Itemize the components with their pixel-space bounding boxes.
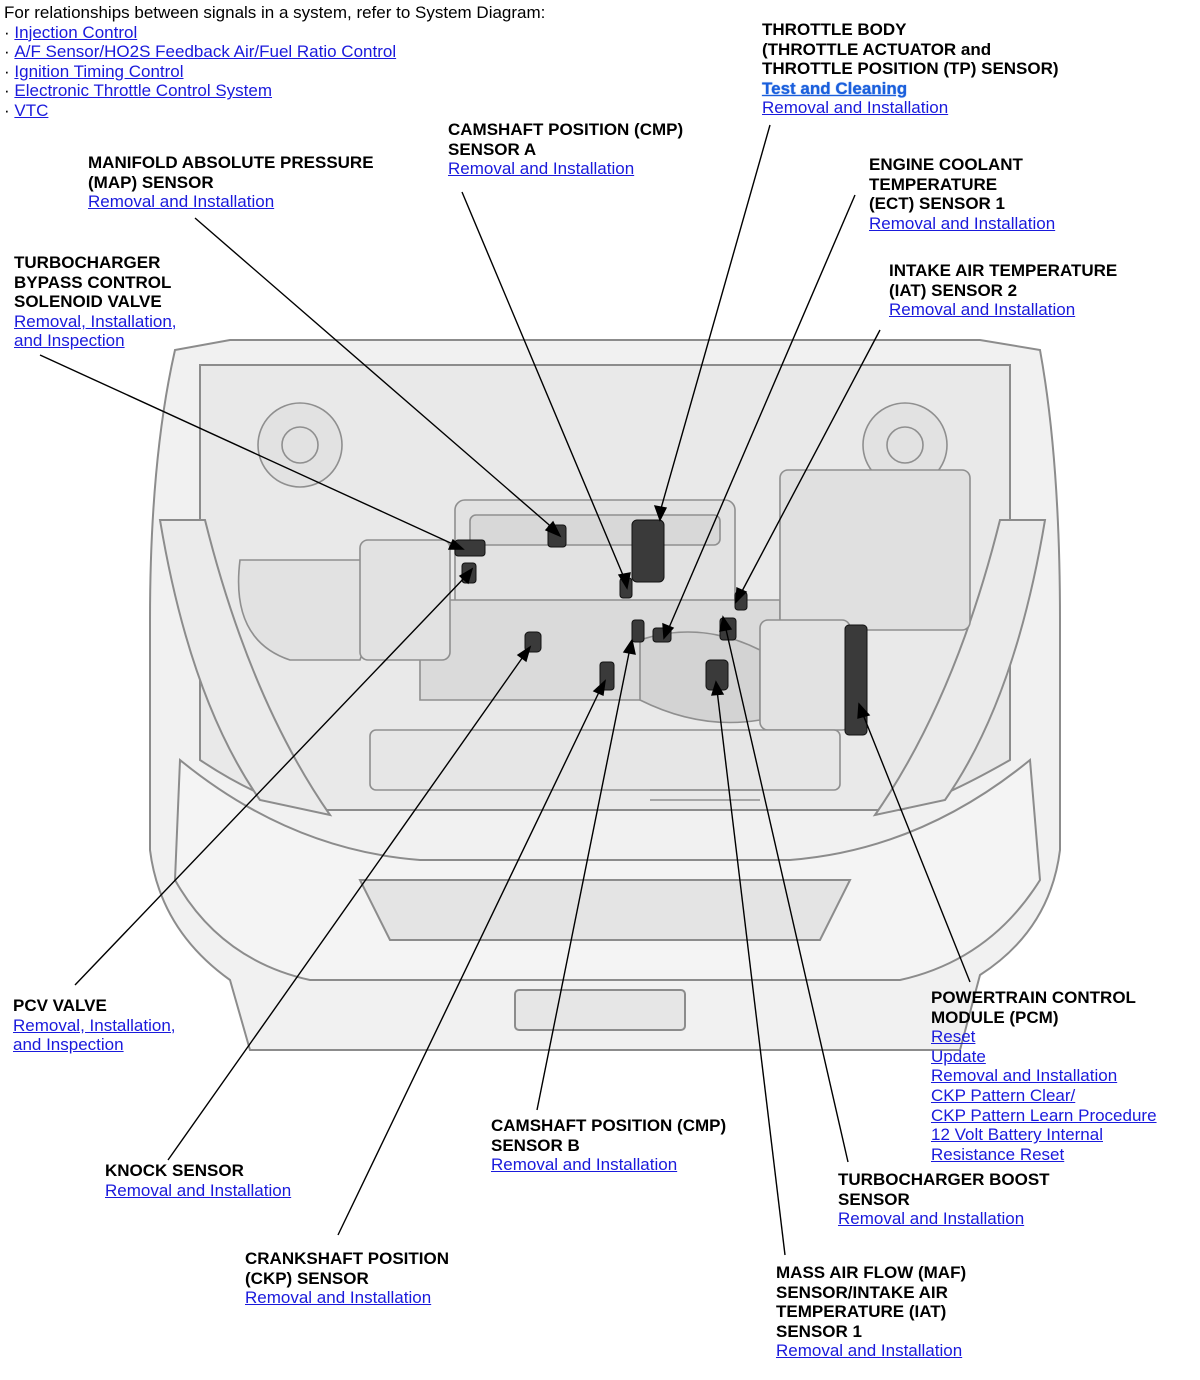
leader-lines (39, 124, 971, 1256)
maf-removal-link[interactable]: Removal and Installation (776, 1341, 963, 1361)
boost-title: TURBOCHARGER BOOST SENSOR (838, 1170, 1050, 1209)
ckp-removal-link[interactable]: Removal and Installation (245, 1288, 432, 1308)
ect-removal-link[interactable]: Removal and Installation (869, 213, 1056, 233)
throttle-body-marker (631, 519, 665, 583)
pcm-removal-link[interactable]: Removal and Installation (931, 1066, 1118, 1086)
cmp-b-marker (631, 619, 645, 643)
pcm-battery-link[interactable]: 12 Volt Battery Internal (931, 1125, 1103, 1145)
cmp-b-removal-link[interactable]: Removal and Installation (491, 1155, 678, 1175)
turbo-bypass-link[interactable]: Removal, Installation, and Inspection (14, 311, 177, 351)
label-turbo-boost-sensor: TURBOCHARGER BOOST SENSOR Removal and In… (838, 1170, 1050, 1229)
label-knock-sensor: KNOCK SENSOR Removal and Installation (105, 1161, 291, 1200)
link-electronic-throttle[interactable]: Electronic Throttle Control System (14, 81, 273, 101)
iat2-removal-link[interactable]: Removal and Installation (889, 300, 1076, 320)
turbo-bypass-title: TURBOCHARGER BYPASS CONTROL SOLENOID VAL… (14, 253, 172, 312)
pcm-reset-link[interactable]: Reset (931, 1027, 976, 1047)
boost-removal-link[interactable]: Removal and Installation (838, 1209, 1025, 1229)
system-diagram-links: Injection Control A/F Sensor/HO2S Feedba… (4, 23, 545, 121)
label-ect-sensor: ENGINE COOLANT TEMPERATURE (ECT) SENSOR … (869, 155, 1055, 233)
link-af-sensor-feedback[interactable]: A/F Sensor/HO2S Feedback Air/Fuel Ratio … (14, 42, 397, 62)
map-removal-link[interactable]: Removal and Installation (88, 192, 275, 212)
map-title: MANIFOLD ABSOLUTE PRESSURE (MAP) SENSOR (88, 153, 374, 192)
iat2-title: INTAKE AIR TEMPERATURE (IAT) SENSOR 2 (889, 261, 1118, 300)
label-map-sensor: MANIFOLD ABSOLUTE PRESSURE (MAP) SENSOR … (88, 153, 374, 212)
pcm-ckp-clear-link[interactable]: CKP Pattern Clear/ (931, 1085, 1076, 1105)
link-ignition-timing[interactable]: Ignition Timing Control (14, 61, 184, 81)
cmp-a-removal-link[interactable]: Removal and Installation (448, 159, 635, 179)
pcm-resistance-reset-link[interactable]: Resistance Reset (931, 1144, 1065, 1164)
maf-title: MASS AIR FLOW (MAF) SENSOR/INTAKE AIR TE… (776, 1263, 967, 1341)
label-iat-sensor-2: INTAKE AIR TEMPERATURE (IAT) SENSOR 2 Re… (889, 261, 1117, 320)
link-vtc[interactable]: VTC (14, 100, 49, 120)
label-maf-sensor: MASS AIR FLOW (MAF) SENSOR/INTAKE AIR TE… (776, 1263, 966, 1361)
knock-title: KNOCK SENSOR (105, 1161, 244, 1180)
intro-block: For relationships between signals in a s… (4, 3, 545, 121)
pcv-link[interactable]: Removal, Installation, and Inspection (13, 1015, 176, 1055)
ckp-title: CRANKSHAFT POSITION (CKP) SENSOR (245, 1249, 449, 1288)
label-turbo-bypass-valve: TURBOCHARGER BYPASS CONTROL SOLENOID VAL… (14, 253, 177, 351)
throttle-test-cleaning-link[interactable]: Test and Cleaning (762, 78, 908, 98)
ect-title: ENGINE COOLANT TEMPERATURE (ECT) SENSOR … (869, 155, 1023, 214)
label-throttle-body: THROTTLE BODY (THROTTLE ACTUATOR and THR… (762, 20, 1059, 118)
throttle-removal-link[interactable]: Removal and Installation (762, 98, 949, 118)
pcm-title: POWERTRAIN CONTROL MODULE (PCM) (931, 988, 1136, 1027)
pcm-marker (844, 624, 868, 736)
label-cmp-sensor-b: CAMSHAFT POSITION (CMP) SENSOR B Removal… (491, 1116, 726, 1175)
cmp-a-title: CAMSHAFT POSITION (CMP) SENSOR A (448, 120, 684, 159)
label-ckp-sensor: CRANKSHAFT POSITION (CKP) SENSOR Removal… (245, 1249, 449, 1308)
engine-components (237, 402, 971, 801)
pcv-title: PCV VALVE (13, 996, 107, 1015)
pcm-update-link[interactable]: Update (931, 1046, 986, 1066)
pcm-ckp-learn-link[interactable]: CKP Pattern Learn Procedure (931, 1105, 1157, 1125)
label-cmp-sensor-a: CAMSHAFT POSITION (CMP) SENSOR A Removal… (448, 120, 683, 179)
intro-text: For relationships between signals in a s… (4, 3, 546, 22)
throttle-body-title: THROTTLE BODY (THROTTLE ACTUATOR and THR… (762, 20, 1059, 79)
label-pcm: POWERTRAIN CONTROL MODULE (PCM) Reset Up… (931, 988, 1157, 1164)
knock-removal-link[interactable]: Removal and Installation (105, 1180, 292, 1200)
label-pcv-valve: PCV VALVE Removal, Installation, and Ins… (13, 996, 176, 1055)
cmp-b-title: CAMSHAFT POSITION (CMP) SENSOR B (491, 1116, 727, 1155)
link-injection-control[interactable]: Injection Control (14, 22, 138, 42)
